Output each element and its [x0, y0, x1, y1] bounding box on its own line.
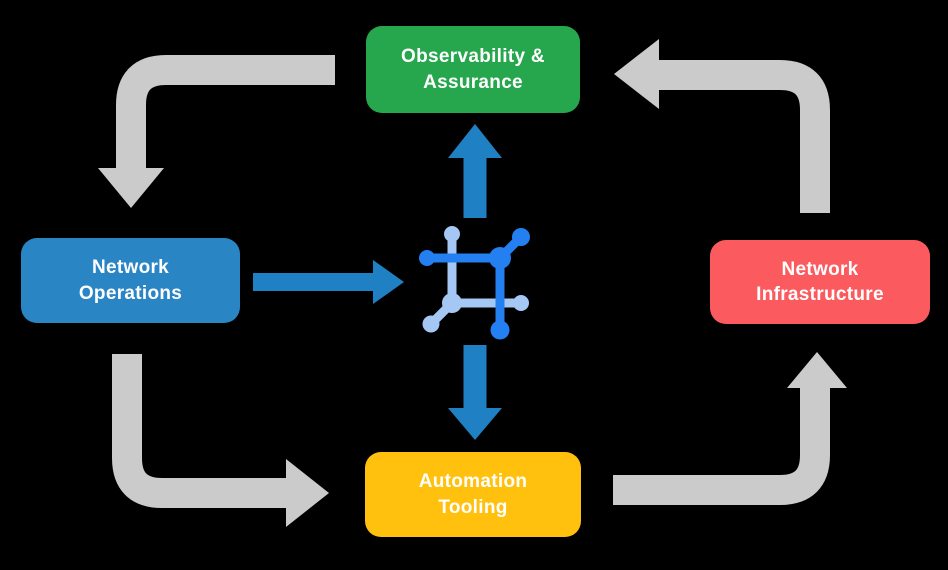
arrow-observability-to-operations	[98, 55, 335, 208]
node-label-line: Operations	[78, 282, 183, 304]
arrow-tooling-to-infrastructure	[613, 352, 847, 505]
node-automation-tooling: Automation Tooling	[365, 452, 581, 537]
node-label-line: Network	[91, 257, 170, 279]
node-label-line: Observability &	[401, 46, 545, 68]
node-observability-assurance: Observability & Assurance	[366, 26, 580, 113]
arrow-hub-to-tooling	[448, 345, 502, 440]
arrow-infrastructure-to-observability	[614, 39, 830, 213]
node-label-line: Automation	[418, 471, 528, 493]
node-label-line: Assurance	[423, 71, 523, 93]
node-label-line: Network	[781, 258, 859, 280]
arrow-operations-to-tooling	[112, 354, 329, 527]
node-network-operations: Network Operations	[21, 238, 240, 323]
arrow-hub-to-observability	[448, 124, 502, 218]
node-label-line: Infrastructure	[756, 284, 884, 305]
node-label-line: Tooling	[438, 496, 508, 518]
arrow-operations-to-hub	[253, 260, 404, 304]
netbox-mesh-icon	[419, 226, 530, 340]
node-network-infrastructure: Network Infrastructure	[710, 240, 930, 324]
